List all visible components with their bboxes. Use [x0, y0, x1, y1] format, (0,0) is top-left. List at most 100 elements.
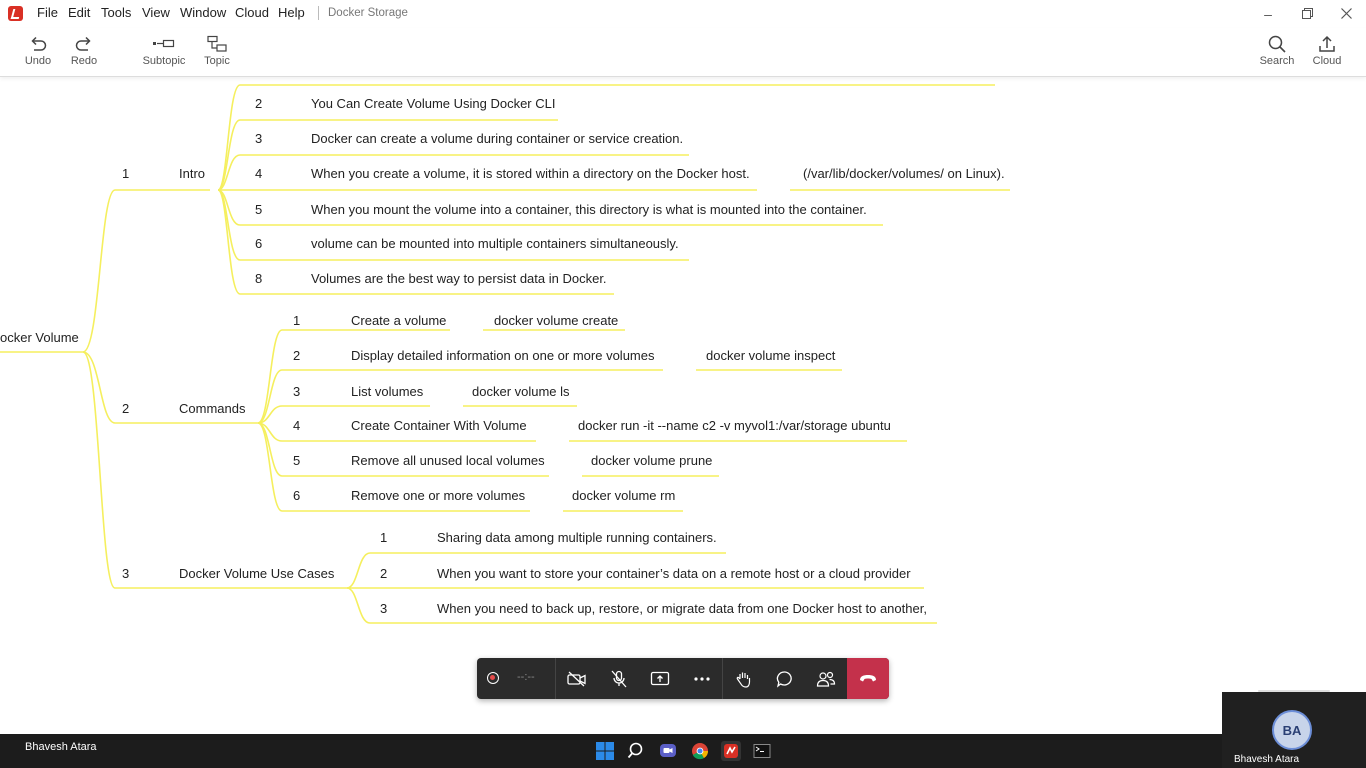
command-topic[interactable]: Remove all unused local volumes — [351, 453, 545, 468]
participants-icon — [816, 671, 835, 687]
topic-button[interactable]: Topic — [187, 32, 247, 72]
mic-button[interactable] — [598, 658, 639, 699]
item-number: 3 — [380, 601, 388, 616]
menu-cloud[interactable]: Cloud — [235, 5, 269, 20]
menu-help[interactable]: Help — [278, 5, 305, 20]
item-number: 3 — [255, 131, 263, 146]
branch-commands[interactable]: Commands — [179, 401, 246, 416]
intro-topic[interactable]: When you mount the volume into a contain… — [311, 202, 867, 217]
branch-intro[interactable]: Intro — [179, 166, 206, 181]
camera-off-icon — [566, 671, 586, 686]
share-screen-button[interactable] — [639, 658, 680, 699]
participants-button[interactable] — [805, 658, 846, 699]
command-code[interactable]: docker volume create — [494, 313, 619, 328]
mindmap-canvas[interactable]: ocker Volume 1 Intro 2 You Can Create Vo… — [0, 77, 1366, 734]
menu-bar: File Edit Tools View Window Cloud Help D… — [0, 0, 1366, 28]
intro-topic[interactable]: volume can be mounted into multiple cont… — [311, 236, 679, 251]
item-number: 4 — [255, 166, 263, 181]
item-number: 2 — [293, 348, 301, 363]
raise-hand-button[interactable] — [723, 658, 764, 699]
item-number: 2 — [380, 566, 388, 581]
cloud-label: Cloud — [1312, 55, 1342, 67]
mic-off-icon — [611, 670, 626, 687]
more-options-button[interactable] — [681, 658, 722, 699]
teams-chat-icon[interactable] — [658, 741, 678, 761]
redo-label: Redo — [70, 55, 98, 67]
subtopic-label: Subtopic — [142, 55, 186, 67]
mindmap-connectors — [0, 84, 1010, 624]
terminal-icon[interactable] — [752, 741, 772, 761]
more-icon — [693, 676, 710, 681]
root-topic[interactable]: ocker Volume — [0, 330, 79, 345]
chat-button[interactable] — [764, 658, 805, 699]
minimize-button[interactable]: – — [1264, 6, 1272, 22]
command-code[interactable]: docker volume prune — [591, 453, 713, 468]
participant-name: Bhavesh Atara — [1234, 754, 1300, 765]
item-number: 6 — [293, 488, 301, 503]
restore-button[interactable] — [1292, 3, 1322, 25]
subtopic-button[interactable]: Subtopic — [134, 32, 194, 72]
command-topic[interactable]: Remove one or more volumes — [351, 488, 526, 503]
branch-use-cases[interactable]: Docker Volume Use Cases — [179, 566, 335, 581]
topic-icon — [207, 35, 227, 52]
leave-call-button[interactable] — [847, 658, 889, 699]
hang-up-icon — [860, 674, 876, 681]
intro-topic[interactable]: Docker can create a volume during contai… — [311, 131, 684, 146]
share-screen-icon — [650, 671, 669, 685]
toolbar: Undo Redo Subtopic Topic Search Cloud — [0, 28, 1366, 77]
command-topic[interactable]: Create Container With Volume — [351, 418, 527, 433]
search-label: Search — [1259, 55, 1295, 67]
intro-topic[interactable]: You Can Create Volume Using Docker CLI — [311, 96, 556, 111]
command-topic[interactable]: List volumes — [351, 384, 424, 399]
use-case-topic[interactable]: When you want to store your container’s … — [437, 566, 911, 581]
intro-topic-note[interactable]: (/var/lib/docker/volumes/ on Linux). — [803, 166, 1005, 181]
command-topic[interactable]: Display detailed information on one or m… — [351, 348, 655, 363]
redo-button[interactable]: Redo — [54, 32, 114, 72]
document-title: Docker Storage — [328, 7, 408, 19]
cloud-upload-button[interactable]: Cloud — [1297, 32, 1357, 72]
menu-file[interactable]: File — [37, 5, 58, 20]
search-button[interactable]: Search — [1247, 32, 1307, 72]
command-code[interactable]: docker volume rm — [572, 488, 676, 503]
menu-window[interactable]: Window — [180, 5, 227, 20]
use-case-topic[interactable]: Sharing data among multiple running cont… — [437, 530, 717, 545]
command-code[interactable]: docker run -it --name c2 -v myvol1:/var/… — [578, 418, 891, 433]
branch-number: 3 — [122, 566, 130, 581]
item-number: 6 — [255, 236, 263, 251]
participant-video-tile[interactable]: BA Bhavesh Atara — [1222, 690, 1366, 768]
intro-topic[interactable]: When you create a volume, it is stored w… — [311, 166, 750, 181]
close-button[interactable] — [1331, 3, 1361, 25]
undo-button[interactable]: Undo — [8, 32, 68, 72]
topic-label: Topic — [204, 55, 230, 67]
xmind-taskbar-icon[interactable] — [721, 741, 741, 761]
menu-tools[interactable]: Tools — [101, 5, 132, 20]
windows-start-icon[interactable] — [595, 741, 615, 761]
redo-icon — [75, 36, 91, 51]
chrome-icon[interactable] — [690, 741, 710, 761]
taskbar: Bhavesh Atara — [0, 734, 1366, 768]
restore-icon — [1301, 8, 1313, 19]
command-code[interactable]: docker volume ls — [472, 384, 570, 399]
undo-label: Undo — [24, 55, 52, 67]
search-taskbar-icon[interactable] — [627, 741, 647, 761]
menu-edit[interactable]: Edit — [68, 5, 91, 20]
record-icon[interactable] — [487, 672, 499, 684]
taskbar-user-name: Bhavesh Atara — [25, 741, 97, 753]
command-code[interactable]: docker volume inspect — [706, 348, 836, 363]
camera-button[interactable] — [556, 658, 597, 699]
command-topic[interactable]: Create a volume — [351, 313, 447, 328]
divider — [555, 658, 556, 699]
search-icon — [1268, 35, 1286, 53]
use-case-topic[interactable]: When you need to back up, restore, or mi… — [437, 601, 927, 616]
hand-icon — [736, 672, 750, 688]
item-number: 4 — [293, 418, 301, 433]
item-number: 1 — [380, 530, 388, 545]
branch-number: 2 — [122, 401, 130, 416]
intro-topic[interactable]: Volumes are the best way to persist data… — [311, 271, 607, 286]
divider — [722, 658, 723, 699]
menu-view[interactable]: View — [142, 5, 170, 20]
subtopic-icon — [153, 39, 175, 48]
undo-icon — [31, 36, 47, 51]
item-number: 1 — [293, 313, 301, 328]
item-number: 8 — [255, 271, 263, 286]
